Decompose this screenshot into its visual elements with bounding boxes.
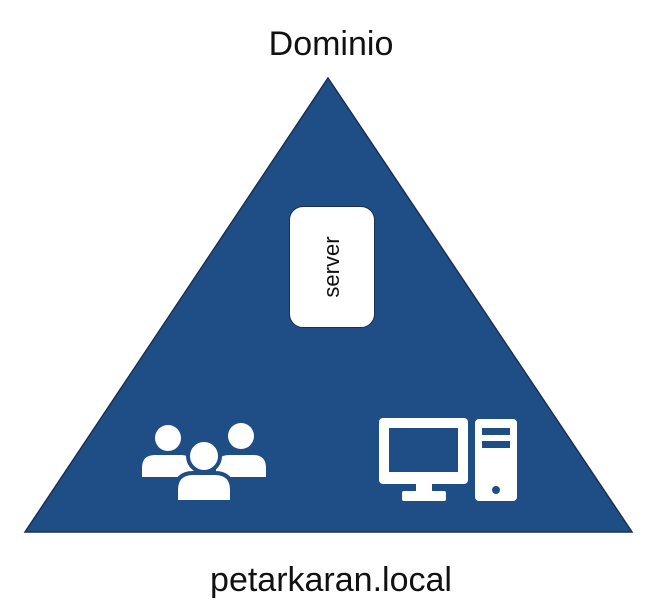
domain-name-label: petarkaran.local	[210, 561, 452, 599]
server-label: server	[319, 236, 344, 298]
users-group-icon	[142, 423, 266, 504]
desktop-computer-icon	[379, 418, 517, 501]
diagram-title: Dominio	[268, 25, 394, 63]
server-box: server	[289, 206, 375, 328]
